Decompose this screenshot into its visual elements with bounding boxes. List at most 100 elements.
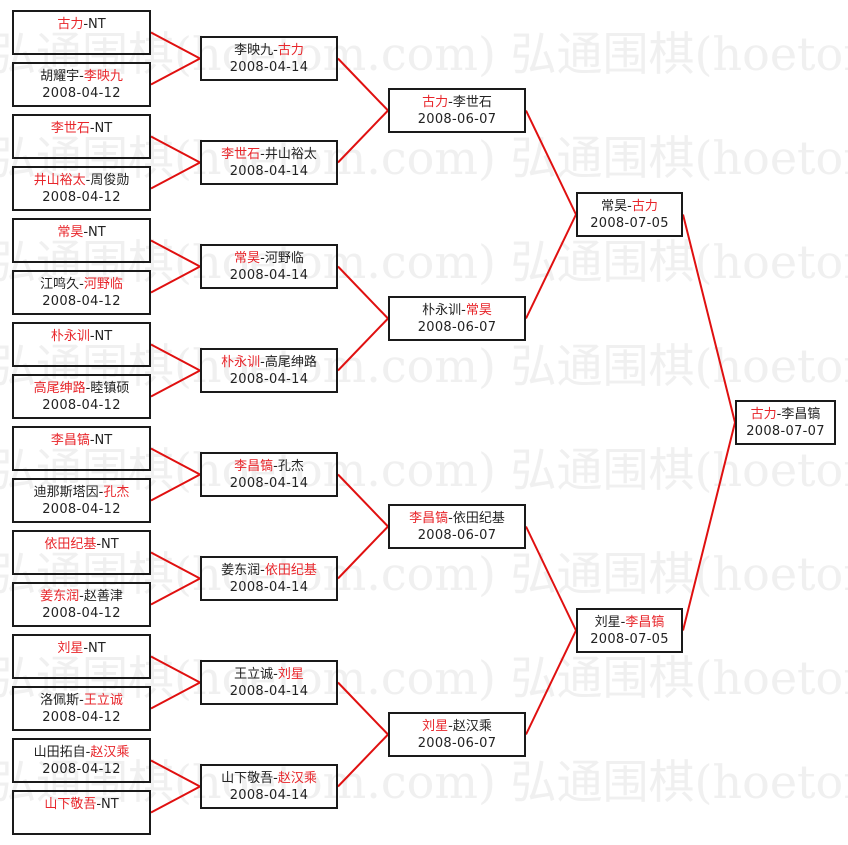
match-box-round-1: 洛佩斯-王立诚 2008-04-12 (12, 686, 151, 731)
player-name: -NT (89, 121, 113, 136)
winner-name: 李世石 (221, 147, 261, 162)
winner-name: 常昊 (465, 303, 492, 318)
winner-name: 李世石 (50, 121, 90, 136)
winner-name: 李昌镐 (234, 459, 274, 474)
match-players: 洛佩斯-王立诚 (40, 693, 123, 708)
player-name: -NT (83, 641, 106, 656)
match-date: 2008-04-14 (229, 476, 309, 491)
match-box-round-1: 朴永训-NT (12, 322, 151, 367)
player-name: 山田拓自- (33, 745, 91, 760)
match-date: 2008-04-12 (42, 606, 121, 621)
match-date: 2008-04-14 (229, 60, 309, 75)
match-date: 2008-04-14 (229, 268, 309, 283)
connector-line (150, 655, 201, 684)
connector-line (337, 265, 389, 320)
match-date: 2008-04-14 (229, 684, 309, 699)
connector-line (682, 214, 736, 423)
winner-name: 古力 (631, 199, 658, 214)
winner-name: 依田纪基 (264, 563, 317, 578)
winner-name: 孔杰 (103, 485, 130, 500)
winner-name: 李昌镐 (625, 615, 665, 630)
match-date: 2008-04-12 (42, 294, 121, 309)
player-name: -NT (89, 329, 113, 344)
connector-line (150, 265, 201, 294)
connector-line (150, 551, 201, 580)
match-box-round-1: 李世石-NT (12, 114, 151, 159)
winner-name: 古力 (277, 43, 304, 58)
connector-line (150, 473, 201, 502)
winner-name: 常昊 (57, 225, 84, 240)
connector-line (337, 473, 389, 528)
match-box-round-1: 姜东润-赵善津 2008-04-12 (12, 582, 151, 627)
match-date: 2008-04-14 (229, 788, 309, 803)
match-players: 江鸣久-河野临 (40, 277, 123, 292)
match-date: 2008-04-14 (229, 164, 309, 179)
winner-name: 古力 (57, 17, 84, 32)
winner-name: 依田纪基 (44, 537, 97, 552)
connector-line (150, 57, 201, 86)
winner-name: 赵汉乘 (277, 771, 317, 786)
match-date: 2008-04-12 (42, 190, 121, 205)
connector-line (150, 135, 201, 164)
match-box-round-2: 朴永训-高尾绅路 2008-04-14 (200, 348, 338, 393)
winner-name: 井山裕太 (33, 173, 86, 188)
match-players: 李世石-井山裕太 (221, 147, 317, 162)
match-box-round-1: 依田纪基-NT (12, 530, 151, 575)
player-name: -赵汉乘 (448, 719, 492, 734)
winner-name: 刘星 (422, 719, 449, 734)
connector-line (337, 733, 389, 788)
winner-name: 姜东润 (40, 589, 80, 604)
connector-line (150, 447, 201, 476)
match-players: 姜东润-赵善津 (40, 589, 123, 604)
match-players: 刘星-NT (57, 641, 105, 656)
player-name: -赵善津 (79, 589, 123, 604)
connector-line (150, 31, 201, 60)
match-players: 朴永训-常昊 (422, 303, 492, 318)
winner-name: 朴永训 (50, 329, 90, 344)
match-date: 2008-06-07 (417, 528, 497, 543)
connector-line (337, 57, 389, 112)
winner-name: 李映九 (83, 69, 123, 84)
player-name: -NT (83, 17, 106, 32)
match-date: 2008-04-12 (42, 86, 121, 101)
match-date: 2008-04-12 (42, 502, 121, 517)
match-box-round-3: 刘星-赵汉乘 2008-06-07 (388, 712, 526, 757)
player-name: -睦镇硕 (85, 381, 130, 396)
match-date: 2008-06-07 (417, 736, 497, 751)
match-date: 2008-07-07 (746, 424, 825, 439)
connector-line (150, 161, 201, 190)
winner-name: 刘星 (57, 641, 84, 656)
match-players: 山田拓自-赵汉乘 (34, 745, 130, 760)
player-name: -高尾绅路 (260, 355, 317, 370)
connector-line (525, 526, 577, 631)
match-players: 朴永训-NT (51, 329, 112, 344)
winner-name: 古力 (422, 95, 449, 110)
match-players: 刘星-赵汉乘 (422, 719, 492, 734)
match-players: 迪那斯塔因-孔杰 (34, 485, 130, 500)
match-date: 2008-06-07 (417, 112, 497, 127)
match-players: 李世石-NT (51, 121, 112, 136)
winner-name: 河野临 (83, 277, 123, 292)
connector-line (337, 317, 389, 372)
match-date: 2008-04-12 (42, 398, 121, 413)
winner-name: 朴永训 (221, 355, 261, 370)
player-name: 刘星- (594, 615, 626, 630)
player-name: -NT (89, 433, 113, 448)
match-date: 2008-04-12 (42, 710, 121, 725)
match-box-round-1: 胡耀宇-李映九 2008-04-12 (12, 62, 151, 107)
player-name: 迪那斯塔因- (33, 485, 104, 500)
match-players: 胡耀宇-李映九 (40, 69, 123, 84)
match-date: 2008-04-14 (229, 580, 309, 595)
winner-name: 王立诚 (83, 693, 123, 708)
winner-name: 常昊 (234, 251, 261, 266)
match-date: 2008-04-14 (229, 372, 309, 387)
